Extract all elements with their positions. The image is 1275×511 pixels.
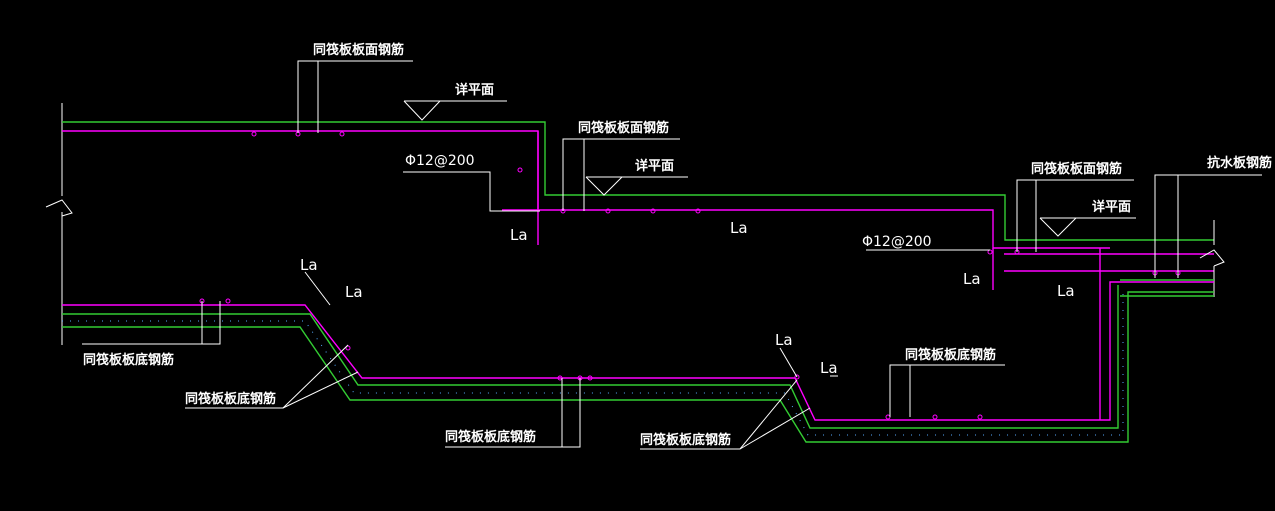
lower-slab — [62, 281, 1214, 443]
left-break-line — [45, 103, 73, 345]
label-detail-plan-3: 详平面 — [1092, 199, 1131, 215]
label-la: La — [730, 219, 748, 237]
label-bottom-rebar-2: 同筏板板底钢筋 — [185, 391, 276, 407]
label-spec-2: Φ12@200 — [862, 234, 932, 250]
label-la: La — [1057, 282, 1075, 300]
label-la: La — [300, 256, 318, 274]
label-la: La — [820, 359, 838, 377]
label-detail-plan-2: 详平面 — [635, 158, 674, 174]
label-detail-plan-1: 详平面 — [455, 82, 494, 98]
label-bottom-rebar-1: 同筏板板底钢筋 — [83, 352, 174, 368]
label-bottom-rebar-4: 同筏板板底钢筋 — [640, 432, 731, 448]
label-top-rebar-1: 同筏板板面钢筋 — [313, 42, 404, 58]
label-waterproof-rebar: 抗水板钢筋 — [1207, 155, 1272, 171]
label-bottom-rebar-5: 同筏板板底钢筋 — [905, 347, 996, 363]
lower-rebar-dots — [199, 298, 983, 420]
label-la: La — [963, 270, 981, 288]
label-top-rebar-2: 同筏板板面钢筋 — [578, 120, 669, 136]
right-break-line — [1120, 220, 1225, 297]
label-top-rebar-3: 同筏板板面钢筋 — [1031, 161, 1122, 177]
label-la: La — [510, 226, 528, 244]
label-bottom-rebar-3: 同筏板板底钢筋 — [445, 429, 536, 445]
label-spec-1: Φ12@200 — [405, 153, 475, 169]
label-la: La — [775, 331, 793, 349]
leader-lines — [82, 60, 1262, 450]
label-la: La — [345, 283, 363, 301]
upper-slab — [62, 121, 1214, 420]
